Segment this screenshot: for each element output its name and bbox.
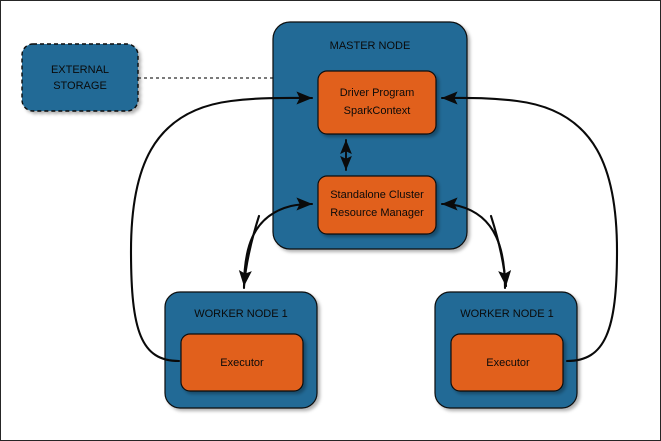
driver-program-component[interactable]: Driver Program SparkContext — [317, 70, 437, 135]
master-node-title: MASTER NODE — [330, 40, 411, 52]
worker-node-right-title: WORKER NODE 1 — [460, 308, 554, 320]
driver-program-label-line1: Driver Program — [340, 87, 415, 99]
driver-program-box — [317, 70, 437, 135]
external-storage-label-line1: EXTERNAL — [51, 64, 109, 76]
connector-right-executor-to-driver — [440, 91, 619, 363]
cluster-resource-manager-component[interactable]: Standalone Cluster Resource Manager — [317, 175, 437, 235]
cluster-resource-manager-label-line2: Resource Manager — [330, 207, 424, 219]
worker-node-left-executor-label: Executor — [220, 357, 264, 369]
worker-node-left-executor-box — [180, 333, 304, 392]
worker-node-right-executor[interactable]: Executor — [450, 333, 564, 392]
worker-node-right-executor-label: Executor — [486, 357, 530, 369]
worker-node-right[interactable]: WORKER NODE 1 Executor — [434, 291, 578, 409]
external-storage-box — [21, 43, 139, 112]
external-storage-label-line2: STORAGE — [53, 80, 107, 92]
worker-node-right-executor-box — [450, 333, 564, 392]
connector-manager-to-left-worker — [238, 214, 261, 288]
external-storage-node[interactable]: EXTERNAL STORAGE — [21, 43, 139, 112]
worker-node-left-executor[interactable]: Executor — [180, 333, 304, 392]
worker-node-left-title: WORKER NODE 1 — [194, 308, 288, 320]
connector-manager-to-right-worker — [489, 214, 512, 288]
connector-left-executor-to-driver — [129, 91, 314, 363]
connector-left-worker-to-manager — [242, 197, 314, 290]
cluster-resource-manager-label-line1: Standalone Cluster — [330, 189, 424, 201]
driver-program-label-line2: SparkContext — [344, 105, 411, 117]
master-node[interactable]: MASTER NODE Driver Program SparkContext … — [272, 21, 468, 250]
cluster-resource-manager-box — [317, 175, 437, 235]
worker-node-left[interactable]: WORKER NODE 1 Executor — [164, 291, 318, 409]
